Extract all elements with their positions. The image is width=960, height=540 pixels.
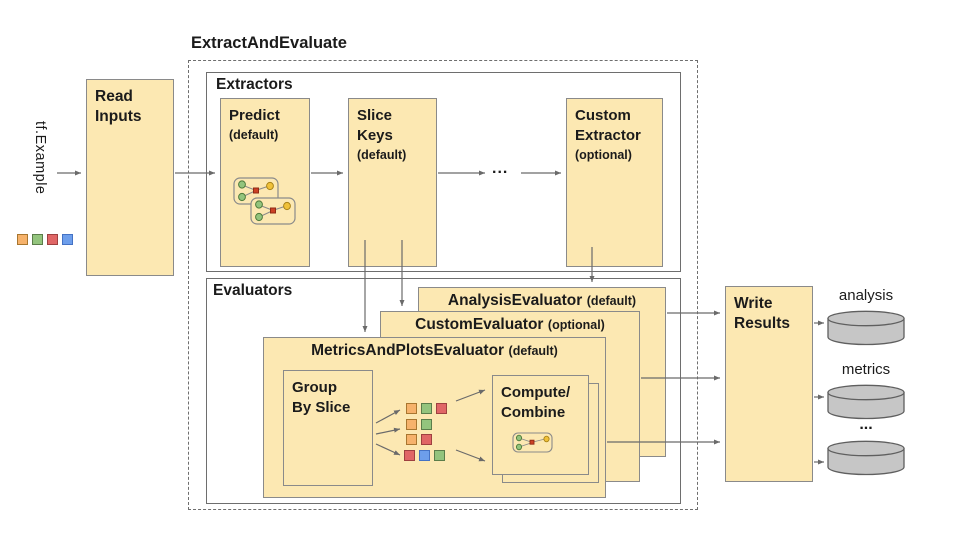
box-title-line: Group — [292, 379, 337, 396]
slice-grid-row — [406, 434, 447, 445]
box-title-line: Keys — [357, 126, 393, 144]
box-title-line: Inputs — [95, 108, 142, 126]
box-title-line: Read — [95, 88, 133, 105]
green-square — [434, 449, 445, 461]
orange-square — [406, 403, 417, 414]
predict-extractor-box: Predict (default) — [220, 98, 310, 267]
evaluators-container — [206, 278, 681, 504]
green-square — [421, 418, 432, 430]
box-title-line: Compute/ — [501, 384, 571, 401]
box-title-line: Results — [734, 315, 790, 333]
evaluator-title: MetricsAndPlotsEvaluator (default) — [264, 342, 605, 360]
evaluator-name: MetricsAndPlotsEvaluator — [311, 342, 505, 359]
box-title-line: Combine — [501, 403, 566, 421]
slice-grid-row — [406, 418, 447, 430]
sliced-data-squares — [404, 403, 447, 465]
slice-grid-row — [406, 403, 447, 414]
box-title-line: By Slice — [292, 398, 351, 416]
extractors-container — [206, 72, 681, 272]
green-square — [32, 234, 43, 245]
evaluator-qualifier: (default) — [508, 344, 558, 358]
database-cylinder-icon — [827, 384, 905, 420]
orange-square — [406, 418, 417, 430]
box-qualifier: (default) — [229, 127, 279, 142]
orange-square — [17, 234, 28, 245]
box-title-line: Slice — [357, 107, 393, 124]
evaluator-qualifier: (default) — [586, 294, 637, 308]
evaluators-label: Evaluators — [213, 282, 293, 299]
input-example-squares — [17, 234, 73, 245]
read-inputs-box: Read Inputs — [86, 79, 174, 276]
box-title-line: Extractor — [575, 126, 641, 144]
output-label-more: ... — [859, 416, 873, 433]
output-label-analysis: analysis — [838, 287, 894, 304]
evaluator-title: AnalysisEvaluator (default) — [419, 292, 665, 310]
box-title-line: Write — [734, 295, 773, 312]
tf-example-label: tf.Example — [32, 121, 48, 195]
evaluator-name: AnalysisEvaluator — [447, 292, 583, 309]
box-qualifier: (optional) — [575, 147, 632, 162]
red-square — [436, 403, 447, 414]
box-qualifier: (default) — [357, 147, 407, 162]
box-title-line: Predict — [229, 107, 280, 124]
slice-keys-extractor-box: Slice Keys (default) — [348, 98, 437, 267]
pipeline-title: ExtractAndEvaluate — [191, 34, 347, 52]
extractors-ellipsis: ... — [492, 160, 509, 177]
custom-extractor-box: Custom Extractor (optional) — [566, 98, 663, 267]
evaluator-name: CustomEvaluator — [415, 316, 544, 333]
group-by-slice-box: Group By Slice — [283, 370, 373, 486]
green-square — [421, 403, 432, 414]
red-square — [47, 234, 58, 245]
red-square — [421, 434, 432, 445]
extract-and-evaluate-container — [188, 60, 698, 510]
evaluator-title: CustomEvaluator (optional) — [381, 316, 639, 334]
database-cylinder-icon — [827, 310, 905, 346]
write-results-box: Write Results — [725, 286, 813, 482]
model-graph-icon — [233, 177, 296, 225]
output-label-metrics: metrics — [841, 361, 891, 378]
evaluator-qualifier: (optional) — [547, 318, 605, 332]
slice-grid-row — [404, 449, 447, 461]
database-cylinder-icon — [827, 440, 905, 476]
compute-combine-box: Compute/ Combine — [492, 375, 589, 475]
blue-square — [62, 234, 73, 245]
red-square — [404, 449, 415, 461]
blue-square — [419, 449, 430, 461]
box-title-line: Custom — [575, 107, 631, 124]
model-graph-icon — [512, 432, 553, 453]
extractors-label: Extractors — [216, 76, 293, 93]
orange-square — [406, 434, 417, 445]
